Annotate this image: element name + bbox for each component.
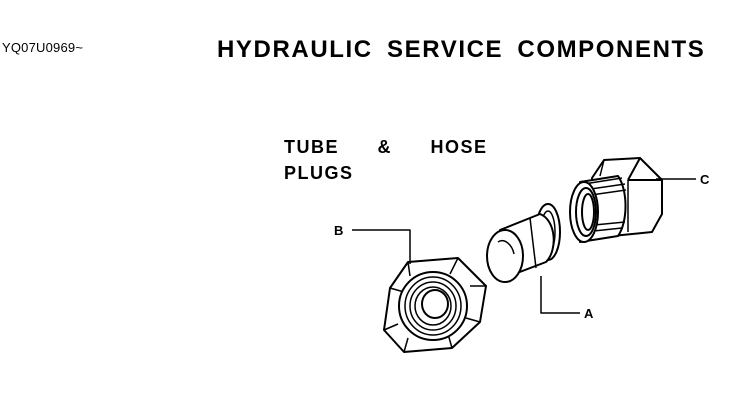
part-c-threaded-plug bbox=[569, 157, 663, 243]
document-id: YQ07U0969~ bbox=[2, 40, 84, 55]
page-title: HYDRAULIC SERVICE COMPONENTS bbox=[217, 36, 706, 63]
leader-line-a bbox=[540, 276, 580, 314]
section-title-line-1: TUBE & HOSE bbox=[284, 137, 488, 157]
callout-leaders bbox=[352, 178, 696, 314]
section-title: TUBE & HOSE PLUGS bbox=[284, 134, 504, 186]
callout-a: A bbox=[584, 306, 594, 321]
section-title-line-2: PLUGS bbox=[284, 163, 354, 183]
part-b-hex-nut bbox=[383, 257, 487, 353]
leader-line-b bbox=[352, 229, 411, 264]
callout-b: B bbox=[334, 223, 343, 238]
part-a-tube-plug bbox=[486, 203, 561, 283]
callout-c: C bbox=[700, 172, 710, 187]
